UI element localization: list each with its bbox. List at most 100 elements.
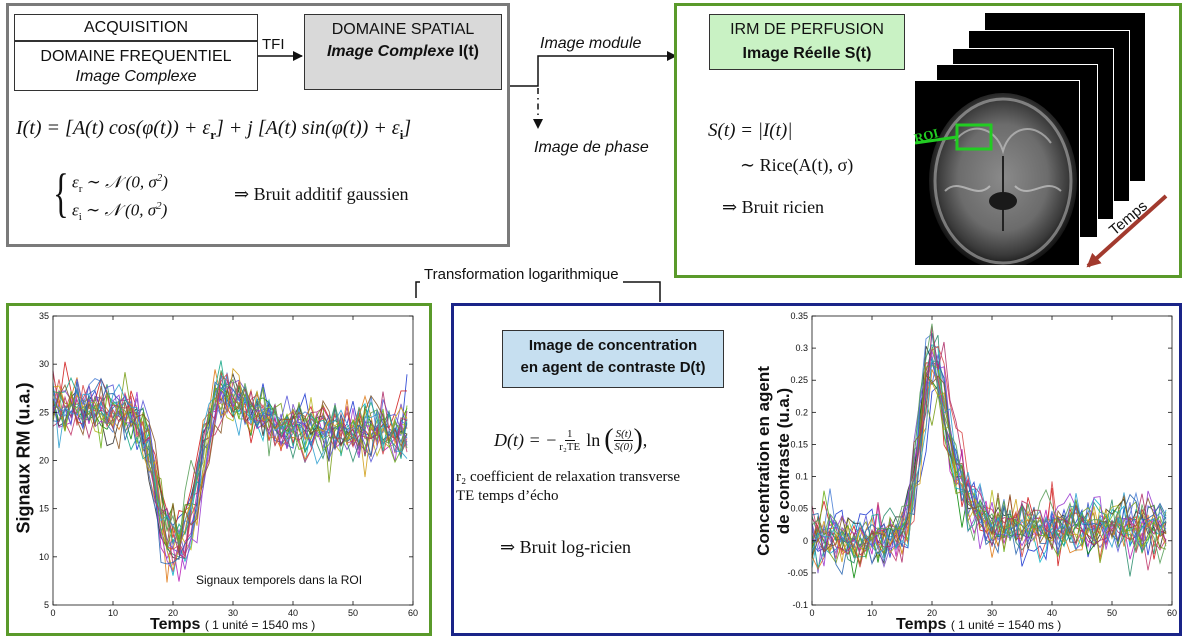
y-tick-label: 0.3: [795, 343, 808, 353]
x-tick-label: 60: [1167, 608, 1177, 618]
equation-sub-r: r: [210, 127, 216, 142]
equation-mid: ] + j [A(t) sin(φ(t)) + ε: [216, 117, 400, 139]
acquisition-header-box: ACQUISITION: [14, 14, 258, 41]
tfi-label: TFI: [262, 36, 285, 53]
series-line-20: [52, 387, 408, 551]
y-tick-label: 5: [44, 600, 49, 610]
signal-y-label: Signaux RM (u.a.): [13, 382, 34, 534]
conc-eq-frac: 1 r₂TE: [559, 428, 580, 453]
spatial-domain-subtitle: Image Complexe I(t): [305, 43, 501, 61]
x-tick-label: 50: [1107, 608, 1117, 618]
signal-x-label: Temps: [150, 616, 201, 633]
x-tick-label: 30: [228, 608, 238, 618]
acquisition-header: ACQUISITION: [83, 19, 188, 36]
x-tick-label: 30: [987, 608, 997, 618]
noise-r-sup: 2: [156, 172, 163, 184]
x-tick-label: 60: [408, 608, 418, 618]
concentration-title-line2: en agent de contraste D(t): [520, 359, 706, 376]
brain-image: [915, 93, 1077, 265]
equation-sub-i: i: [399, 127, 404, 142]
noise-r-close: ): [162, 172, 168, 192]
spatial-subtitle-text: Image Complexe: [326, 43, 455, 60]
mri-frame-front: [914, 80, 1080, 266]
concentration-title-line1: Image de concentration: [528, 337, 698, 354]
conc-eq-inner: S(t) S(0): [613, 427, 634, 453]
noise-brace: {: [53, 163, 69, 223]
spatial-domain-box: DOMAINE SPATIAL Image Complexe I(t): [304, 14, 502, 90]
conc-eq-lhs: D(t) = −: [494, 429, 558, 450]
conc-y-label-line1: Concentration en agent: [754, 366, 773, 556]
image-module-arrow: [510, 51, 677, 87]
conc-eq-paren-open: (: [604, 424, 614, 455]
signal-x-label-wrap: Temps ( 1 unité = 1540 ms ): [150, 616, 315, 634]
noise-i: ε: [72, 200, 79, 220]
x-tick-label: 0: [50, 608, 55, 618]
frequency-domain-box: DOMAINE FREQUENTIEL Image Complexe: [14, 41, 258, 91]
conc-x-unit: ( 1 unité = 1540 ms ): [950, 618, 1062, 632]
equation-end: ]: [403, 117, 412, 139]
y-tick-label: 35: [39, 311, 49, 321]
spatial-domain-title: DOMAINE SPATIAL: [331, 21, 475, 38]
x-tick-label: 40: [288, 608, 298, 618]
y-tick-label: 25: [39, 407, 49, 417]
conc-eq-paren-close: ): [633, 424, 643, 455]
image-module-label: Image module: [540, 35, 642, 52]
conc-x-label: Temps: [896, 616, 947, 633]
conc-y-label-line2: de contraste (u.a.): [774, 387, 793, 535]
series-line-13: [811, 392, 1167, 564]
y-tick-label: 20: [39, 456, 49, 466]
concentration-title-box: Image de concentration en agent de contr…: [502, 330, 724, 388]
conc-eq-tail: ,: [642, 429, 648, 450]
perfusion-subtitle: Image Réelle S(t): [742, 45, 872, 62]
x-tick-label: 20: [168, 608, 178, 618]
log-rician-conclusion: ⇒ Bruit log-ricien: [500, 537, 632, 557]
equation-left: I(t) = [A(t) cos(φ(t)) + ε: [16, 117, 211, 139]
complex-image-equation: I(t) = [A(t) cos(φ(t)) + εr] + j [A(t) s…: [16, 117, 411, 143]
y-tick-label: 0.05: [790, 504, 808, 514]
y-tick-label: 0.1: [795, 472, 808, 482]
series-line-24: [811, 323, 1167, 565]
y-tick-label: 30: [39, 359, 49, 369]
noise-r-dist: ∼ 𝒩 (0, σ: [86, 172, 157, 192]
noise-i-close: ): [161, 200, 168, 220]
conc-eq-inner-den: S(0): [614, 440, 633, 453]
perfusion-title-box: IRM DE PERFUSION Image Réelle S(t): [709, 14, 905, 70]
x-tick-label: 20: [927, 608, 937, 618]
noise-r: ε: [72, 172, 79, 192]
y-tick-label: 0: [803, 536, 808, 546]
signal-panel: [6, 303, 432, 636]
conc-eq-frac-den: r₂TE: [559, 440, 581, 453]
series-line-20: [811, 365, 1167, 560]
series-line-24: [52, 370, 408, 546]
frequency-domain-subtitle: Image Complexe: [75, 68, 197, 85]
frequency-domain-title: DOMAINE FREQUENTIEL: [40, 48, 232, 65]
x-tick-label: 10: [867, 608, 877, 618]
log-transform-label: Transformation logarithmique: [420, 266, 623, 283]
conc-eq-inner-num: S(t): [613, 427, 634, 441]
conc-eq-frac-num: 1: [565, 427, 575, 441]
plot-frame: [52, 315, 414, 606]
noise-r-line: εr ∼ 𝒩 (0, σ2): [72, 172, 168, 195]
y-tick-label: -0.05: [787, 568, 808, 578]
noise-r-sub: r: [78, 183, 83, 196]
spatial-symbol: I(t): [458, 43, 480, 60]
perfusion-panel: [674, 3, 1182, 278]
acquisition-panel: [6, 3, 510, 247]
series-line-19: [52, 377, 408, 565]
y-tick-label: 0.2: [795, 407, 808, 417]
rice-eq-line1: S(t) = |I(t)|: [708, 120, 793, 141]
conc-eq-ln: ln: [586, 429, 601, 450]
x-tick-label: 0: [809, 608, 814, 618]
rice-eq-line2: ∼ Rice(A(t), σ): [740, 155, 854, 175]
y-tick-label: 10: [39, 552, 49, 562]
image-phase-label: Image de phase: [534, 139, 649, 156]
plot-frame: [811, 315, 1173, 606]
x-tick-label: 10: [108, 608, 118, 618]
series-line-23: [52, 384, 408, 552]
concentration-panel: [451, 303, 1182, 636]
signal-annotation: Signaux temporels dans la ROI: [196, 573, 363, 587]
noise-i-dist: ∼ 𝒩 (0, σ: [86, 200, 157, 220]
